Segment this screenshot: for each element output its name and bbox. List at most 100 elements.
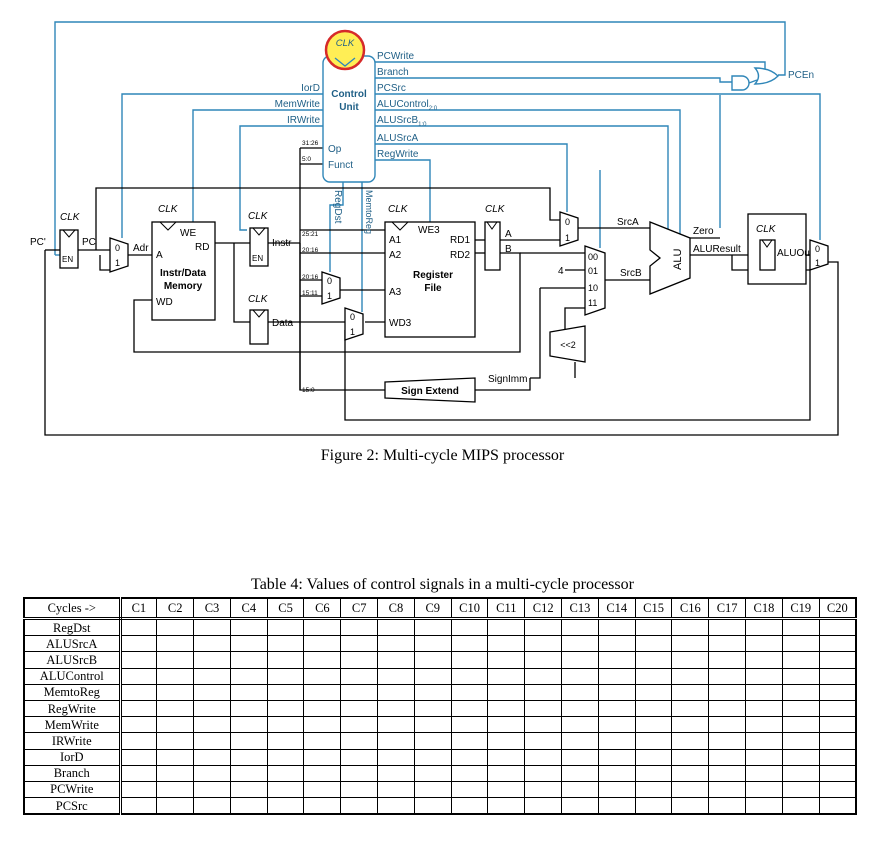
signal-value-cell[interactable] — [266, 797, 305, 815]
signal-value-cell[interactable] — [745, 699, 783, 718]
signal-value-cell[interactable] — [671, 651, 710, 669]
signal-value-cell[interactable] — [487, 651, 526, 669]
signal-value-cell[interactable] — [745, 797, 783, 815]
signal-value-cell[interactable] — [597, 716, 636, 734]
signal-value-cell[interactable] — [193, 748, 231, 766]
signal-value-cell[interactable] — [377, 667, 415, 685]
signal-value-cell[interactable] — [340, 764, 379, 782]
signal-value-cell[interactable] — [597, 699, 636, 718]
signal-value-cell[interactable] — [561, 683, 599, 701]
signal-value-cell[interactable] — [524, 635, 563, 653]
signal-value-cell[interactable] — [266, 635, 305, 653]
signal-value-cell[interactable] — [487, 716, 526, 734]
signal-value-cell[interactable] — [413, 617, 452, 637]
signal-value-cell[interactable] — [708, 797, 747, 815]
signal-value-cell[interactable] — [340, 699, 379, 718]
signal-value-cell[interactable] — [524, 748, 563, 766]
signal-value-cell[interactable] — [634, 780, 673, 799]
signal-value-cell[interactable] — [193, 780, 231, 799]
signal-value-cell[interactable] — [450, 732, 489, 750]
signal-value-cell[interactable] — [487, 748, 526, 766]
signal-value-cell[interactable] — [377, 764, 415, 782]
signal-value-cell[interactable] — [487, 780, 526, 799]
signal-value-cell[interactable] — [303, 797, 342, 815]
signal-value-cell[interactable] — [818, 699, 857, 718]
signal-value-cell[interactable] — [818, 764, 857, 782]
signal-value-cell[interactable] — [634, 683, 673, 701]
signal-value-cell[interactable] — [266, 667, 305, 685]
signal-value-cell[interactable] — [229, 780, 268, 799]
signal-value-cell[interactable] — [671, 748, 710, 766]
signal-value-cell[interactable] — [340, 683, 379, 701]
signal-value-cell[interactable] — [597, 748, 636, 766]
signal-value-cell[interactable] — [818, 683, 857, 701]
signal-value-cell[interactable] — [634, 699, 673, 718]
signal-value-cell[interactable] — [377, 732, 415, 750]
signal-value-cell[interactable] — [597, 764, 636, 782]
signal-value-cell[interactable] — [119, 797, 158, 815]
signal-value-cell[interactable] — [634, 635, 673, 653]
signal-value-cell[interactable] — [781, 797, 820, 815]
signal-value-cell[interactable] — [671, 683, 710, 701]
signal-value-cell[interactable] — [745, 780, 783, 799]
signal-value-cell[interactable] — [524, 797, 563, 815]
signal-value-cell[interactable] — [266, 683, 305, 701]
signal-value-cell[interactable] — [671, 635, 710, 653]
signal-value-cell[interactable] — [119, 699, 158, 718]
signal-value-cell[interactable] — [340, 617, 379, 637]
signal-value-cell[interactable] — [671, 797, 710, 815]
signal-value-cell[interactable] — [340, 635, 379, 653]
signal-value-cell[interactable] — [561, 732, 599, 750]
signal-value-cell[interactable] — [524, 699, 563, 718]
signal-value-cell[interactable] — [303, 716, 342, 734]
signal-value-cell[interactable] — [193, 635, 231, 653]
signal-value-cell[interactable] — [266, 651, 305, 669]
signal-value-cell[interactable] — [781, 699, 820, 718]
signal-value-cell[interactable] — [156, 748, 195, 766]
signal-value-cell[interactable] — [156, 716, 195, 734]
signal-value-cell[interactable] — [156, 780, 195, 799]
signal-value-cell[interactable] — [671, 699, 710, 718]
signal-value-cell[interactable] — [340, 780, 379, 799]
signal-value-cell[interactable] — [708, 748, 747, 766]
signal-value-cell[interactable] — [229, 667, 268, 685]
signal-value-cell[interactable] — [524, 780, 563, 799]
signal-value-cell[interactable] — [193, 797, 231, 815]
signal-value-cell[interactable] — [193, 667, 231, 685]
signal-value-cell[interactable] — [119, 617, 158, 637]
signal-value-cell[interactable] — [450, 635, 489, 653]
signal-value-cell[interactable] — [377, 780, 415, 799]
signal-value-cell[interactable] — [561, 797, 599, 815]
signal-value-cell[interactable] — [708, 635, 747, 653]
signal-value-cell[interactable] — [156, 617, 195, 637]
signal-value-cell[interactable] — [303, 617, 342, 637]
signal-value-cell[interactable] — [229, 764, 268, 782]
signal-value-cell[interactable] — [450, 748, 489, 766]
signal-value-cell[interactable] — [156, 667, 195, 685]
signal-value-cell[interactable] — [266, 716, 305, 734]
signal-value-cell[interactable] — [597, 780, 636, 799]
signal-value-cell[interactable] — [377, 651, 415, 669]
signal-value-cell[interactable] — [229, 617, 268, 637]
signal-value-cell[interactable] — [818, 667, 857, 685]
signal-value-cell[interactable] — [193, 699, 231, 718]
signal-value-cell[interactable] — [266, 699, 305, 718]
signal-value-cell[interactable] — [450, 651, 489, 669]
signal-value-cell[interactable] — [450, 617, 489, 637]
signal-value-cell[interactable] — [193, 651, 231, 669]
signal-value-cell[interactable] — [708, 716, 747, 734]
signal-value-cell[interactable] — [266, 732, 305, 750]
signal-value-cell[interactable] — [671, 667, 710, 685]
signal-value-cell[interactable] — [487, 683, 526, 701]
signal-value-cell[interactable] — [413, 635, 452, 653]
signal-value-cell[interactable] — [413, 699, 452, 718]
signal-value-cell[interactable] — [413, 667, 452, 685]
signal-value-cell[interactable] — [708, 667, 747, 685]
signal-value-cell[interactable] — [229, 683, 268, 701]
signal-value-cell[interactable] — [229, 732, 268, 750]
signal-value-cell[interactable] — [413, 780, 452, 799]
signal-value-cell[interactable] — [193, 764, 231, 782]
signal-value-cell[interactable] — [708, 651, 747, 669]
signal-value-cell[interactable] — [524, 764, 563, 782]
signal-value-cell[interactable] — [597, 732, 636, 750]
